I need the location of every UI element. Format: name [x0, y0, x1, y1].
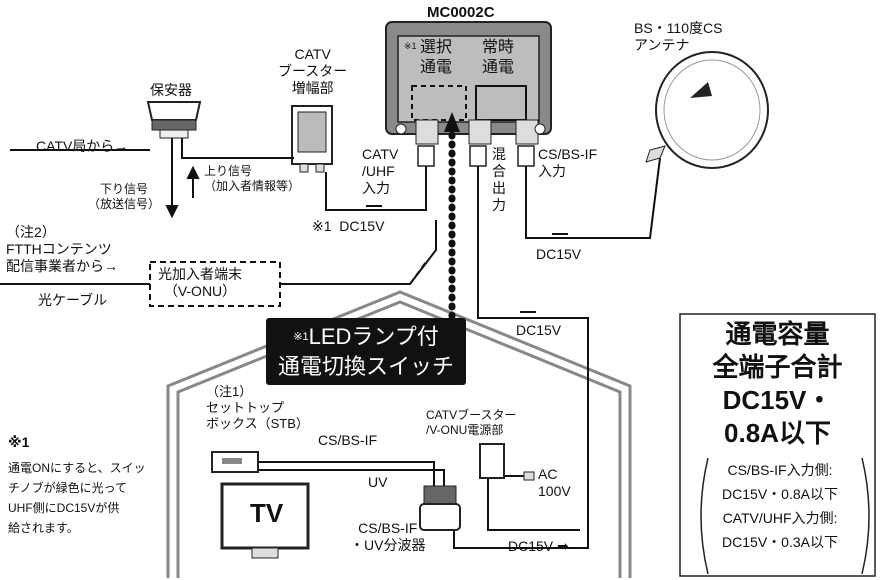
- dc-label-output: DC15V: [516, 322, 562, 338]
- protector-device: [146, 101, 202, 139]
- led-switch-mark: ※1: [293, 331, 309, 343]
- note1-body: 通電ONにすると、スイッ チノブが緑色に光って UHF側にDC15Vが供 給され…: [8, 461, 146, 535]
- mc0002c-unit: [385, 21, 552, 145]
- dc-label-catv: ※1 DC15V: [312, 218, 385, 234]
- downlink-label: 下り信号 （放送信号）: [88, 182, 161, 211]
- led-switch-callout: ※1LEDランプ付 通電切換スイッチ: [266, 318, 466, 385]
- power-supply-unit: [479, 443, 535, 481]
- capacity-bracket-right: [861, 457, 870, 575]
- cs-bs-input-label: CS/BS-IF 入力: [538, 146, 598, 179]
- capacity-bracket-left: [700, 457, 709, 575]
- dc-label-antenna: DC15V: [536, 246, 582, 262]
- cs-bs-if-cable-label: CS/BS-IF: [318, 432, 378, 448]
- note1-title: ※1: [8, 434, 30, 450]
- unit-footnote-mark: ※1: [404, 41, 417, 51]
- signal-arrows: [165, 165, 568, 313]
- led-switch-line1: LEDランプ付: [308, 324, 439, 349]
- psu-label: CATVブースター /V-ONU電源部: [426, 408, 517, 437]
- port-connectors: [417, 145, 535, 167]
- television: [220, 482, 310, 559]
- uplink-label: 上り信号 （加入者情報等）: [204, 164, 301, 193]
- catv-booster-device: [291, 105, 333, 173]
- protector-label: 保安器: [150, 82, 192, 98]
- capacity-panel: [679, 313, 876, 577]
- set-top-box: [211, 451, 259, 473]
- capacity-detail: CS/BS-IF入力側: DC15V・0.8A以下 CATV/UHF入力側: D…: [722, 462, 838, 550]
- vonu-label: 光加入者端末 （V-ONU）: [158, 266, 242, 299]
- led-dotted-link: [444, 112, 460, 320]
- uv-cable-label: UV: [368, 474, 388, 490]
- cables: [0, 138, 661, 549]
- splitter-device: [419, 485, 461, 531]
- tv-label: TV: [250, 498, 284, 528]
- stb-label: （注1） セットトップ ボックス（STB）: [206, 384, 309, 431]
- always-power-label: 常時 通電: [482, 39, 515, 76]
- ac-label: AC 100V: [538, 466, 571, 499]
- mixed-output-label: 混 合 出 力: [492, 146, 506, 213]
- antenna-label: BS・110度CS アンテナ: [634, 20, 723, 53]
- optical-cable-label: 光ケーブル: [38, 292, 108, 308]
- ftth-note: （注2） FTTHコンテンツ 配信事業者から→: [6, 224, 118, 274]
- selective-power-label: 選択 通電: [420, 39, 453, 76]
- model-name: MC0002C: [427, 4, 495, 21]
- catv-uhf-input-label: CATV /UHF 入力: [362, 146, 399, 196]
- house-outline: [166, 290, 632, 578]
- vonu-box: [149, 261, 281, 307]
- splitter-label: CS/BS-IF ・UV分波器: [350, 520, 426, 553]
- led-switch-line2: 通電切換スイッチ: [277, 354, 454, 379]
- from-catv-label: CATV局から→: [36, 138, 129, 154]
- capacity-title: 通電容量 全端子合計 DC15V・ 0.8A以下: [712, 319, 843, 448]
- catv-booster-label: CATV ブースター 増幅部: [278, 46, 348, 96]
- optical-cable-line: [150, 261, 427, 285]
- dc-label-house: DC15V ➡: [508, 538, 569, 554]
- satellite-antenna: [645, 51, 769, 169]
